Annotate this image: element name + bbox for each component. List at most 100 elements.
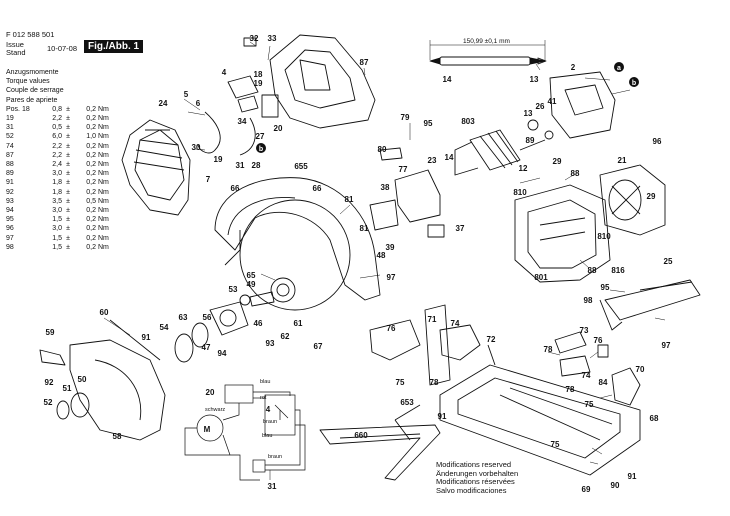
part-number-callout: 68: [650, 414, 659, 423]
part-number-callout: 27: [256, 132, 265, 141]
plus-minus-sign: ±: [66, 188, 70, 196]
torque-v: 3,0: [52, 207, 62, 215]
part-number-callout: 95: [424, 119, 433, 128]
torque-title-en: Torque values: [6, 78, 50, 86]
part-number-callout: 69: [582, 485, 591, 494]
torque-u: Nm: [98, 142, 109, 150]
brush-holder-frame: [549, 71, 616, 139]
part-number-callout: 97: [387, 273, 396, 282]
part-number-callout: 13: [530, 75, 539, 84]
part-number-callout: 91: [628, 472, 637, 481]
part-number-callout: 65: [247, 271, 256, 280]
spindle-shaft: [429, 40, 547, 66]
part-number-callout: 59: [46, 328, 55, 337]
part-number-callout: 653: [400, 398, 414, 407]
part-number-callout: 816: [611, 266, 625, 275]
part-number-callout: 72: [487, 335, 496, 344]
torque-v: 1,8: [52, 188, 62, 196]
part-number-callout: 30: [192, 143, 201, 152]
part-number-callout: 98: [584, 296, 593, 305]
plus-minus-sign: ±: [66, 115, 70, 123]
part-number-callout: 41: [548, 97, 557, 106]
part-number-callout: 20: [206, 388, 215, 397]
part-number-callout: 24: [159, 99, 168, 108]
part-number-callout: 90: [611, 481, 620, 490]
part-number-callout: 34: [238, 117, 247, 126]
part-number-callout: 660: [354, 431, 368, 440]
note-de: Änderungen vorbehalten: [436, 468, 519, 478]
part-number-callout: 96: [653, 137, 662, 146]
torque-v: 1,5: [52, 243, 62, 251]
part-number-callout: 73: [580, 326, 589, 335]
part-number-callout: 28: [252, 161, 261, 170]
torque-t: 0,2: [86, 105, 96, 113]
torque-title-de: Anzugsmomente: [6, 69, 59, 76]
part-number-callout: 62: [281, 332, 290, 341]
torque-v: 1,5: [52, 234, 62, 242]
part-number-callout: 63: [179, 313, 188, 322]
part-number-callout: 71: [428, 315, 437, 324]
part-number-callout: 76: [387, 324, 396, 333]
marker-a-label: a: [617, 65, 621, 72]
upper-blade-guard: [214, 177, 381, 311]
part-number-callout: 53: [229, 285, 238, 294]
part-number-callout: 38: [381, 183, 390, 192]
torque-t: 1,0: [86, 133, 96, 141]
part-number-callout: 37: [456, 224, 465, 233]
part-number-callout: 21: [618, 156, 627, 165]
wire-color-label: schwarz: [205, 407, 225, 413]
part-number-callout: 19: [254, 79, 263, 88]
plus-minus-sign: ±: [66, 142, 70, 150]
motor-cover: [269, 34, 376, 129]
part-number-callout: 26: [536, 102, 545, 111]
part-number-callout: 79: [401, 113, 410, 122]
torque-t: 0,2: [86, 188, 96, 196]
torque-title-es: Pares de apriete: [6, 96, 58, 104]
plus-minus-sign: ±: [66, 207, 70, 215]
torque-u: Nm: [98, 124, 109, 132]
wire-color-label: braun: [263, 419, 277, 425]
torque-t: 0,2: [86, 124, 96, 132]
part-number-callout: 66: [231, 184, 240, 193]
parallel-guide: [319, 404, 441, 481]
torque-t: 0,5: [86, 197, 96, 205]
torque-pos: 98: [6, 243, 14, 251]
gear-assembly: [174, 277, 296, 363]
torque-v: 2,4: [52, 161, 62, 169]
torque-u: Nm: [98, 243, 109, 251]
torque-pos: 97: [6, 234, 14, 242]
torque-v: 0,8: [52, 105, 62, 113]
part-number-callout: 75: [585, 400, 594, 409]
armature: [454, 119, 554, 176]
plus-minus-sign: ±: [66, 179, 70, 187]
note-fr: Modifications réservées: [436, 477, 515, 487]
part-number-callout: 54: [160, 323, 169, 332]
plus-minus-sign: ±: [66, 234, 70, 242]
part-number-callout: 5: [184, 90, 189, 99]
marker-b-label: b: [632, 80, 636, 87]
plus-minus-sign: ±: [66, 170, 70, 178]
note-en: Modifications reserved: [436, 460, 512, 469]
part-number-callout: 70: [636, 365, 645, 374]
torque-pos: 31: [6, 124, 14, 132]
part-number-callout: 33: [268, 34, 277, 43]
torque-v: 6,0: [52, 133, 62, 141]
torque-pos: 88: [6, 161, 14, 169]
part-number-callout: 78: [544, 345, 553, 354]
issue-date: 10-07-08: [47, 44, 78, 53]
torque-t: 0,2: [86, 225, 96, 233]
modification-notes: Modifications reserved Änderungen vorbeh…: [436, 460, 519, 495]
note-es: Salvo modificaciones: [436, 485, 507, 495]
wire-color-label: braun: [268, 454, 282, 460]
torque-t: 0,2: [86, 179, 96, 187]
torque-u: Nm: [98, 179, 109, 187]
